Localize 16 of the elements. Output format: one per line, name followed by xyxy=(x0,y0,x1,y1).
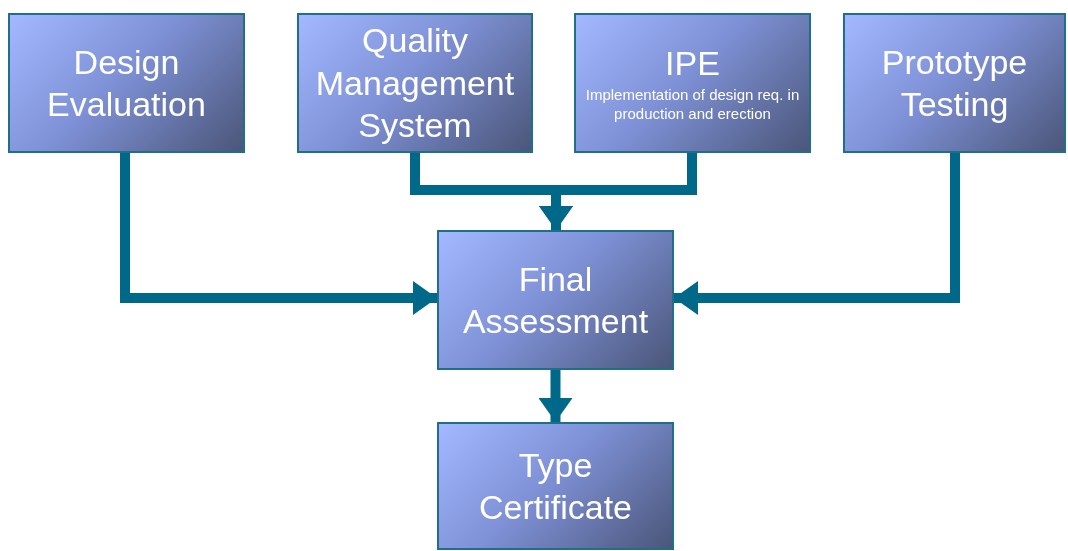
arrow xyxy=(674,153,960,315)
box-title: Type Certificate xyxy=(477,444,634,528)
arrow xyxy=(538,370,573,422)
arrow xyxy=(120,153,437,315)
process-box xyxy=(437,422,674,550)
box-description: Implementation of design req. in production and erection xyxy=(585,84,800,124)
process-box xyxy=(437,230,674,370)
box-title: Final Assessment xyxy=(461,258,650,342)
process-box xyxy=(574,13,811,153)
box-title: IPE xyxy=(665,43,720,85)
process-box xyxy=(8,13,245,153)
process-box xyxy=(297,13,533,153)
box-title: Quality Management System xyxy=(314,20,516,147)
box-title: Prototype Testing xyxy=(880,41,1029,125)
process-box xyxy=(843,13,1066,153)
box-title: Design Evaluation xyxy=(46,41,207,125)
